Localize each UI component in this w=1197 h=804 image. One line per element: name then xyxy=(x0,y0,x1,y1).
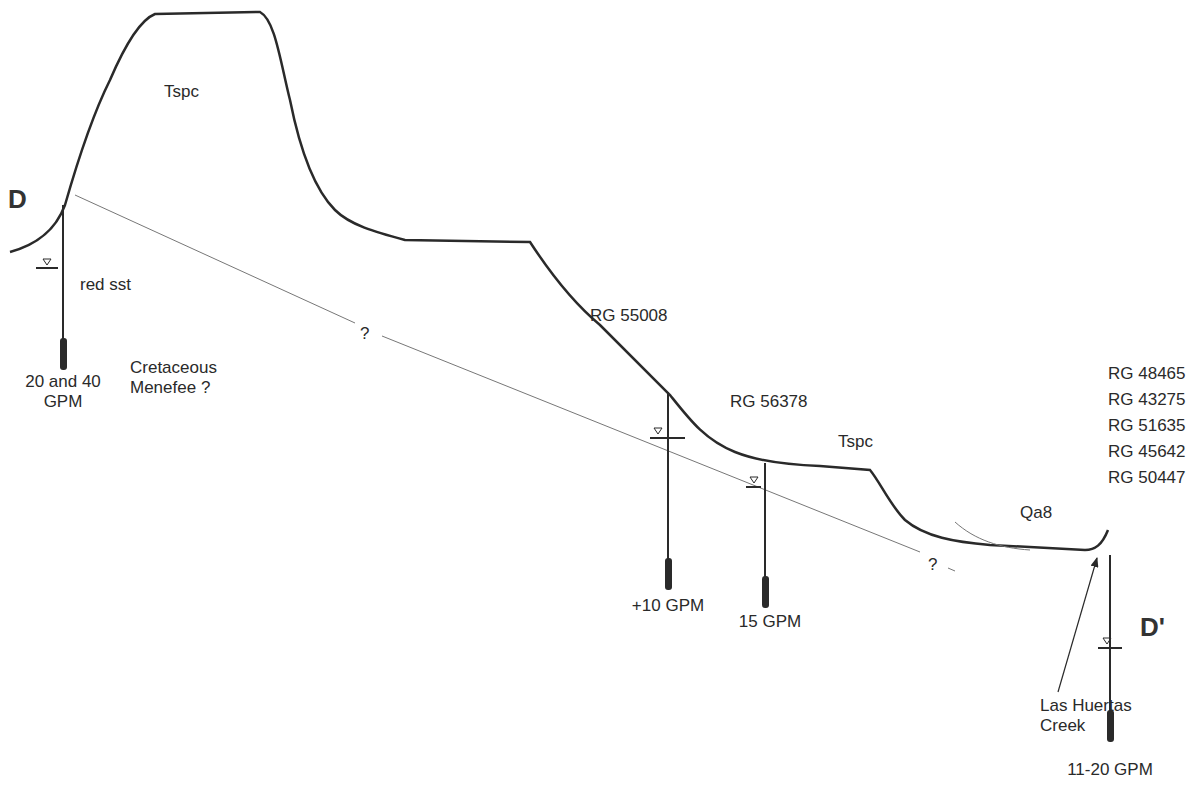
section-end: D' xyxy=(1140,612,1165,643)
creek-label: Las Huertas Creek xyxy=(1040,696,1140,737)
well-id: RG 50447 xyxy=(1108,468,1186,488)
query-mark: ? xyxy=(360,324,369,344)
well-id: RG 45642 xyxy=(1108,442,1186,462)
creek-pointer xyxy=(1058,558,1097,692)
section-end: D xyxy=(8,184,27,215)
well-id: RG 56378 xyxy=(730,392,808,412)
well-id: RG 51635 xyxy=(1108,416,1186,436)
well-id: RG 43275 xyxy=(1108,390,1186,410)
formation-contact xyxy=(75,195,955,571)
well-id: RG 55008 xyxy=(590,306,668,326)
well-id: RG 48465 xyxy=(1108,364,1186,384)
formation-label: Tspc xyxy=(838,432,873,452)
well-2 xyxy=(650,392,685,590)
well-yield: +10 GPM xyxy=(632,596,704,616)
well-yield: 15 GPM xyxy=(739,612,801,632)
formation-label: red sst xyxy=(80,275,131,295)
formation-label: Cretaceous Menefee ? xyxy=(130,358,235,399)
well-yield: 20 and 40 GPM xyxy=(16,372,111,413)
formation-label: Tspc xyxy=(164,82,199,102)
ground-profile xyxy=(10,12,1108,550)
well-1 xyxy=(36,205,67,370)
query-mark: ? xyxy=(928,555,937,575)
well-3 xyxy=(746,463,769,608)
formation-label: Qa8 xyxy=(1020,503,1052,523)
well-yield: 11-20 GPM xyxy=(1067,760,1153,780)
alluvium-contact xyxy=(955,522,1030,550)
